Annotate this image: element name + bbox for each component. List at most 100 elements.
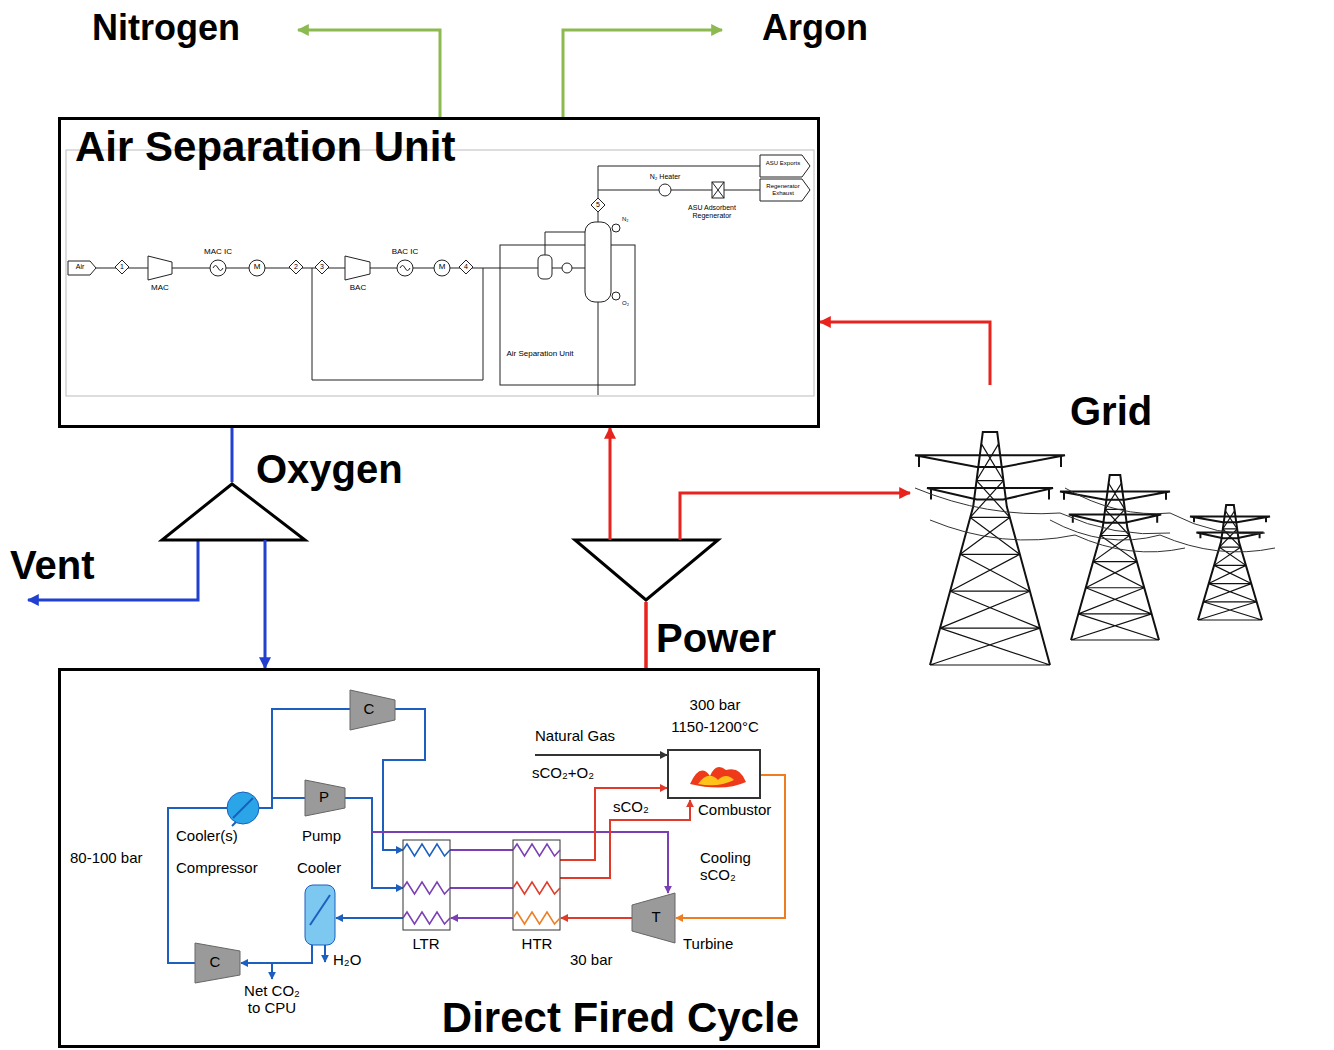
reboiler-symbol	[612, 292, 620, 300]
condenser-symbol	[612, 224, 620, 232]
oxygen-splitter	[162, 484, 305, 540]
pylon-brace	[1086, 562, 1144, 588]
cycle-part-label: Cooler(s)	[176, 828, 238, 845]
flow-line	[450, 849, 513, 851]
process-line	[545, 232, 585, 255]
heat-exchanger-coil	[403, 882, 450, 894]
motor-symbol	[434, 260, 450, 276]
cycle-part-label: Turbine	[683, 936, 733, 953]
exhaust-terminal	[760, 179, 810, 201]
pylon-brace	[930, 628, 1050, 665]
process-line	[572, 268, 585, 269]
asu-part-label: Air Separation Unit	[504, 350, 576, 359]
heat-exchanger-coil	[403, 912, 450, 924]
bypass-line	[312, 268, 483, 380]
distillation-column	[585, 222, 611, 302]
heater-symbol	[659, 184, 671, 196]
power-line-wire	[915, 488, 1170, 534]
intercooler-symbol	[397, 260, 413, 276]
intercooler-symbol	[210, 260, 226, 276]
flow-line	[336, 917, 403, 919]
cycle-part-label: Compressor	[176, 860, 258, 877]
pylon-brace	[977, 444, 1004, 481]
flow-connector	[610, 428, 646, 668]
cycle-part-label: 300 bar	[690, 697, 741, 714]
cycle-part-label: C	[210, 954, 221, 971]
compressor-symbol	[148, 256, 172, 280]
asu-part-label: M	[254, 263, 261, 272]
heat-exchanger-box	[513, 840, 560, 930]
flow-label: Power	[656, 616, 776, 660]
grid-node: Grid	[910, 385, 1310, 668]
turbine-symbol	[632, 893, 675, 943]
pylon-brace	[1105, 483, 1125, 509]
air-inlet	[68, 261, 96, 275]
pylon-brace	[1101, 509, 1130, 535]
pylon-insulator	[931, 488, 1049, 500]
vent-arrow	[28, 540, 198, 600]
flow-line	[345, 798, 403, 888]
exchanger-symbol	[562, 263, 572, 273]
pylon-brace	[1203, 584, 1256, 602]
cycle-part-label: HTR	[522, 936, 553, 953]
flow-line	[560, 800, 690, 878]
flow-line	[324, 945, 326, 962]
stream-diamond	[591, 198, 605, 212]
pylon-brace	[1214, 547, 1246, 565]
pylon-brace	[1198, 602, 1262, 620]
asu-part-label: Regenerator Exhaust	[762, 183, 804, 196]
combustor-box	[668, 750, 760, 798]
heat-exchanger-coil	[513, 844, 560, 856]
output-label: Argon	[762, 8, 868, 48]
cycle-part-label: Natural Gas	[535, 728, 615, 745]
process-line	[671, 190, 712, 191]
box-title: Grid	[1070, 389, 1152, 433]
box-title: Direct Fired Cycle	[442, 995, 799, 1041]
compressor-symbol	[350, 690, 395, 730]
cooler-mark	[232, 798, 253, 826]
flow-line	[450, 887, 513, 889]
intercooler-wave	[213, 266, 223, 271]
cycle-part-label: sCO₂+O₂	[532, 765, 594, 782]
flow-line	[451, 917, 513, 919]
pylon-brace	[940, 591, 1040, 628]
asu-part-label: M	[439, 263, 446, 272]
process-line	[724, 190, 760, 191]
flow-line	[271, 963, 273, 979]
cycle-part-label: Combustor	[698, 802, 771, 819]
cycle-part-label: T	[651, 909, 660, 926]
flow-connector	[232, 428, 265, 668]
box-title: Air Separation Unit	[75, 124, 455, 170]
cycle-part-label: C	[364, 701, 375, 718]
cycle-part-label: sCO₂	[613, 799, 649, 816]
pylon-brace	[1223, 511, 1237, 529]
asu-part-label: 1	[120, 263, 124, 271]
heat-exchanger-box	[403, 840, 450, 930]
pylon-arm	[927, 488, 1053, 500]
asu-part-label: O₂	[622, 300, 629, 307]
process-line	[598, 190, 659, 191]
regenerator-cross	[712, 182, 724, 198]
cycle-part-label: Net CO₂ to CPU	[236, 983, 308, 1016]
flow-connector	[820, 322, 990, 385]
flow-line	[241, 945, 312, 963]
power-line-wire	[1050, 520, 1275, 552]
power-line-wire	[1065, 488, 1265, 534]
separator-mark	[310, 895, 330, 925]
regenerator-symbol	[712, 182, 724, 198]
flame-core	[698, 776, 734, 786]
pump-symbol	[305, 780, 345, 816]
flow-line	[560, 788, 667, 860]
asu-part-label: N₂	[622, 216, 629, 223]
argon-arrow	[563, 30, 722, 117]
compressor-symbol	[195, 943, 240, 983]
asu-part-label: ASU Exports	[763, 160, 803, 167]
flow-connector	[646, 493, 910, 668]
heat-exchanger-coil	[513, 882, 560, 894]
process-line	[500, 268, 538, 269]
power-line-wire	[930, 520, 1185, 552]
process-line	[598, 166, 760, 222]
heat-exchanger-coil	[403, 844, 450, 856]
